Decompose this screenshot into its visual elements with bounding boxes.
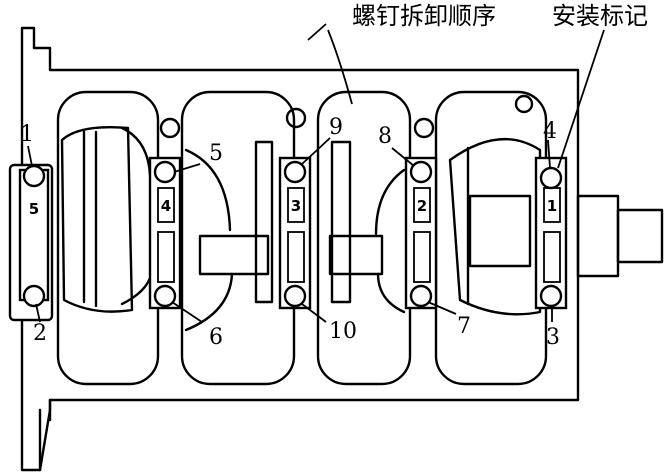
bolt-label-7: 7: [457, 314, 471, 339]
cap-mark-1: 1: [547, 197, 557, 215]
bolt-removal-order-caption: 螺钉拆卸顺序: [352, 2, 496, 30]
cap-mark-5: 5: [29, 200, 39, 218]
bolt-label-1: 1: [20, 122, 34, 147]
leader-lines: [27, 23, 605, 323]
bolt-label-10: 10: [329, 319, 357, 344]
cap-mark-3: 3: [291, 197, 301, 215]
bolt-label-2: 2: [33, 321, 47, 346]
cap-mark-2: 2: [417, 197, 427, 215]
bolt-label-9: 9: [329, 115, 343, 140]
cap-mark-labels: 5 4 3 2 1: [29, 197, 557, 218]
bolt-label-3: 3: [546, 325, 560, 350]
install-mark-caption: 安装标记: [552, 2, 648, 30]
bulkhead-holes: [159, 94, 534, 139]
annotation-captions: 螺钉拆卸顺序 安装标记: [352, 2, 648, 30]
bolt-label-4: 4: [543, 119, 557, 144]
bolt-label-6: 6: [209, 325, 223, 350]
cap-mark-4: 4: [161, 197, 171, 215]
bolt-label-5: 5: [209, 141, 223, 166]
bolt-number-labels: 1 2 3 4 5 6 7 8 9 10: [20, 115, 560, 350]
bolt-label-8: 8: [378, 124, 392, 149]
